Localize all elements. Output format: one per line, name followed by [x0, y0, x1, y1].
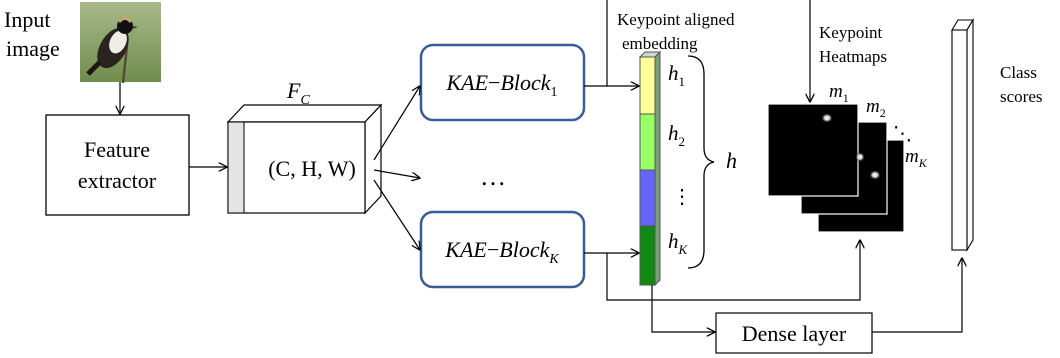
kae-block-1	[419, 43, 586, 122]
heatmap-label-m1: m1	[829, 81, 849, 105]
heatmaps-title-line2: Heatmaps	[819, 47, 887, 66]
embedding-brace	[687, 55, 715, 269]
embedding-title-line1: Keypoint aligned	[617, 10, 735, 29]
heatmap-label-mk: mK	[905, 146, 928, 170]
embedding-title-line2: embedding	[622, 34, 698, 53]
arrow-tensor-to-middle	[373, 169, 420, 178]
embedding-label-h1: h1	[668, 61, 685, 89]
embedding-segment-h2	[639, 113, 656, 171]
feature-map-subscript: C	[300, 93, 310, 108]
feature-extractor-box	[45, 114, 190, 216]
heatmap-dots: ⋱	[893, 124, 912, 145]
arrow-tensor-to-kae1	[373, 86, 420, 161]
input-image-label-line2: image	[6, 36, 60, 61]
input-bird-image	[80, 2, 161, 84]
kae-block-1-label: KAE−Block1	[445, 70, 557, 100]
heatmaps-title-line1: Keypoint	[819, 23, 883, 42]
feature-extractor-label-line2: extractor	[78, 168, 157, 193]
kae-block-k-label: KAE−BlockK	[444, 237, 559, 267]
embedding-segment-h1	[639, 56, 656, 115]
heatmap-label-m2: m2	[866, 96, 886, 120]
class-scores-vector	[951, 18, 974, 252]
embedding-segment-hk	[639, 225, 656, 286]
dense-layer-box	[715, 312, 873, 354]
line-dense-to-class-scores	[872, 258, 962, 333]
feature-extractor-label-line1: Feature	[84, 137, 150, 162]
keypoint-heatmaps-stack	[767, 103, 905, 233]
line-embedding-to-dense	[651, 285, 715, 332]
feature-map-dims: (C, H, W)	[268, 156, 356, 181]
heatmap-1	[767, 103, 859, 197]
input-image-label-line1: Input	[4, 7, 50, 32]
embedding-vector	[638, 50, 662, 287]
dense-layer-label: Dense layer	[742, 321, 847, 346]
class-scores-label-line1: Class	[1000, 63, 1037, 82]
arrow-tensor-to-kaek	[373, 179, 420, 250]
embedding-label-hk: hK	[668, 229, 689, 257]
embedding-brace-label: h	[726, 148, 737, 173]
feature-map-symbol: FC	[286, 78, 310, 108]
embedding-segment-dots	[639, 169, 656, 227]
line-kaek-to-heatmaps	[606, 240, 860, 301]
embedding-label-h2: h2	[668, 121, 685, 149]
feature-tensor-cube	[226, 103, 383, 215]
kae-ellipsis: …	[480, 162, 506, 191]
class-scores-label-line2: scores	[1000, 87, 1042, 106]
embedding-label-dots: ⋮	[672, 186, 692, 208]
